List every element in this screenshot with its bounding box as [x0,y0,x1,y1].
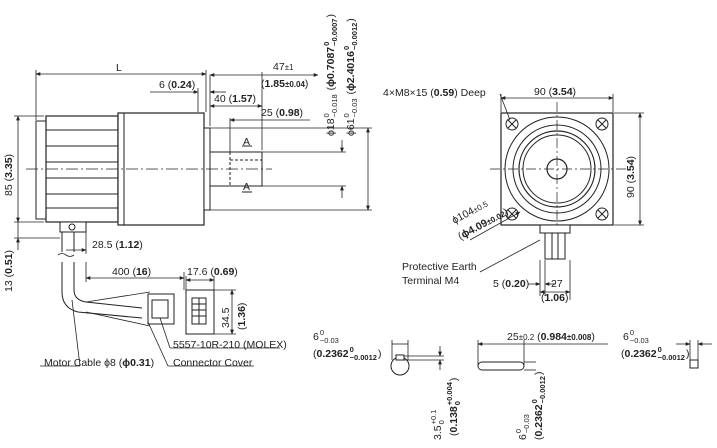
dim-27-in: (1.06) [541,292,569,304]
motor-front-view [490,102,626,260]
section-marker-top: A [243,136,251,148]
dim-85: 85 (3.35) [3,153,15,196]
dim-27: 27 [551,278,563,290]
dim-400: 400 (16) [112,266,152,278]
motor-cable [57,232,151,327]
protective-earth-label: Protective Earth [402,261,477,273]
dim-L: L [116,62,122,74]
mount-holes-label: 4×M8×15 (0.59) Deep [383,87,486,99]
dim-5: 5 (0.20) [493,278,530,290]
dim-key-length: 25±0.2 (0.984±0.008) [507,331,595,343]
dim-front-height: 90 (3.54) [625,155,637,198]
dim-17-6: 17.6 (0.69) [187,266,238,278]
side-view-dimension-lines [14,70,372,290]
dim-47-in: (1.85±0.04) [261,78,309,90]
dim-47: 47±1 [273,61,294,73]
dim-40: 40 (1.57) [214,93,257,105]
section-marker-bottom: A [243,181,251,193]
key-length-view [477,340,608,371]
motor-side-view [26,112,272,233]
connector-front [185,276,236,335]
dim-28-5: 28.5 (1.12) [92,239,143,251]
dim-front-width: 90 (3.54) [534,86,577,98]
protective-earth-label-2: Terminal M4 [402,275,460,287]
dim-25: 25 (0.98) [261,107,304,119]
mount-holes [505,117,609,221]
dim-13: 13 (0.51) [3,249,15,292]
motor-cable-label: Motor Cable ϕ8 (ϕ0.31) [44,357,155,369]
connector-cover-label: Connector Cover [173,357,253,369]
dim-34-5-in: (1.36) [236,302,248,330]
key-end-view [676,340,712,369]
connector-part-label: 5557-10R-210 (MOLEX) [173,339,287,351]
dim-6: 6 (0.24) [159,79,196,91]
connector-cover [147,293,175,325]
dim-34-5: 34.5 [220,307,232,328]
key-section-view [390,340,444,376]
front-view-dimension-lines [469,93,644,300]
